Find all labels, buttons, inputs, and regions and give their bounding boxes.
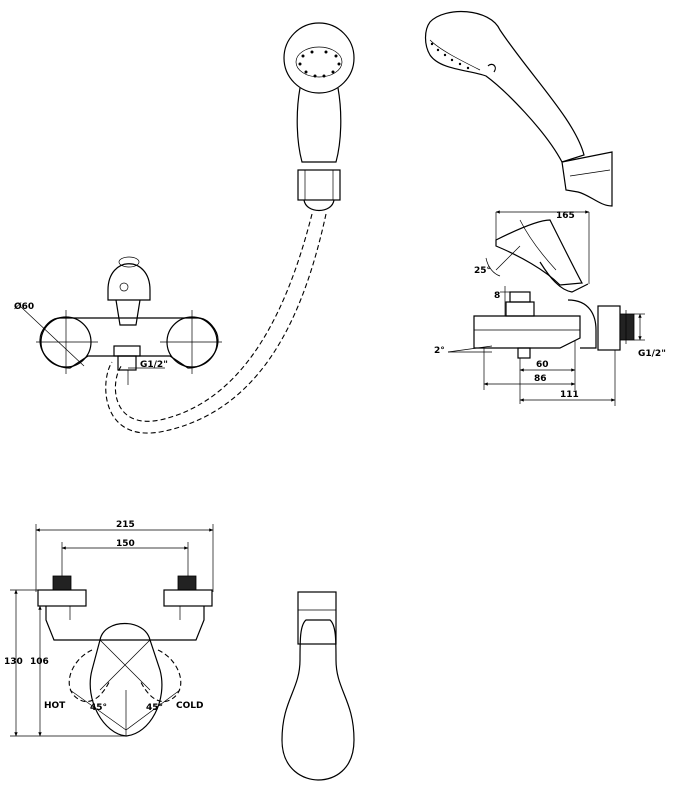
side-depth-label: 111 xyxy=(560,390,579,400)
front-diameter-label: Ø60 xyxy=(14,301,34,312)
side-spout-b-label: 86 xyxy=(534,374,547,384)
bottom-total-width-label: 215 xyxy=(116,520,135,530)
side-spout-gap-label: 8 xyxy=(494,291,500,301)
front-thread-label: G1/2" xyxy=(140,360,168,370)
angle-right-label: 45° xyxy=(146,703,163,713)
hand-shower-side xyxy=(424,10,613,207)
bottom-center-width-label: 150 xyxy=(116,539,135,549)
side-thread-label: G1/2" xyxy=(638,349,666,359)
front-view: Ø60 G1/2" xyxy=(14,22,355,434)
side-spout-angle-label: 2° xyxy=(434,346,445,356)
mixer-top-view: 215 150 HOT COLD 45° 45° 130 106 xyxy=(4,520,214,737)
bottom-height-inner-label: 106 xyxy=(30,657,49,667)
side-total-length-label: 165 xyxy=(556,211,575,221)
side-spout-a-label: 60 xyxy=(536,360,549,370)
mixer-side: 165 25° 8 2° 60 86 111 G1/2" xyxy=(434,210,666,406)
side-lever-angle-label: 25° xyxy=(474,266,491,276)
hand-shower-top-view xyxy=(281,591,355,781)
mixer-front xyxy=(19,256,222,374)
cold-label: COLD xyxy=(176,701,203,711)
bottom-height-outer-label: 130 xyxy=(4,657,23,667)
hand-shower-front xyxy=(283,22,355,212)
shower-hose xyxy=(114,213,313,422)
hot-label: HOT xyxy=(44,701,66,711)
angle-left-label: 45° xyxy=(90,703,107,713)
